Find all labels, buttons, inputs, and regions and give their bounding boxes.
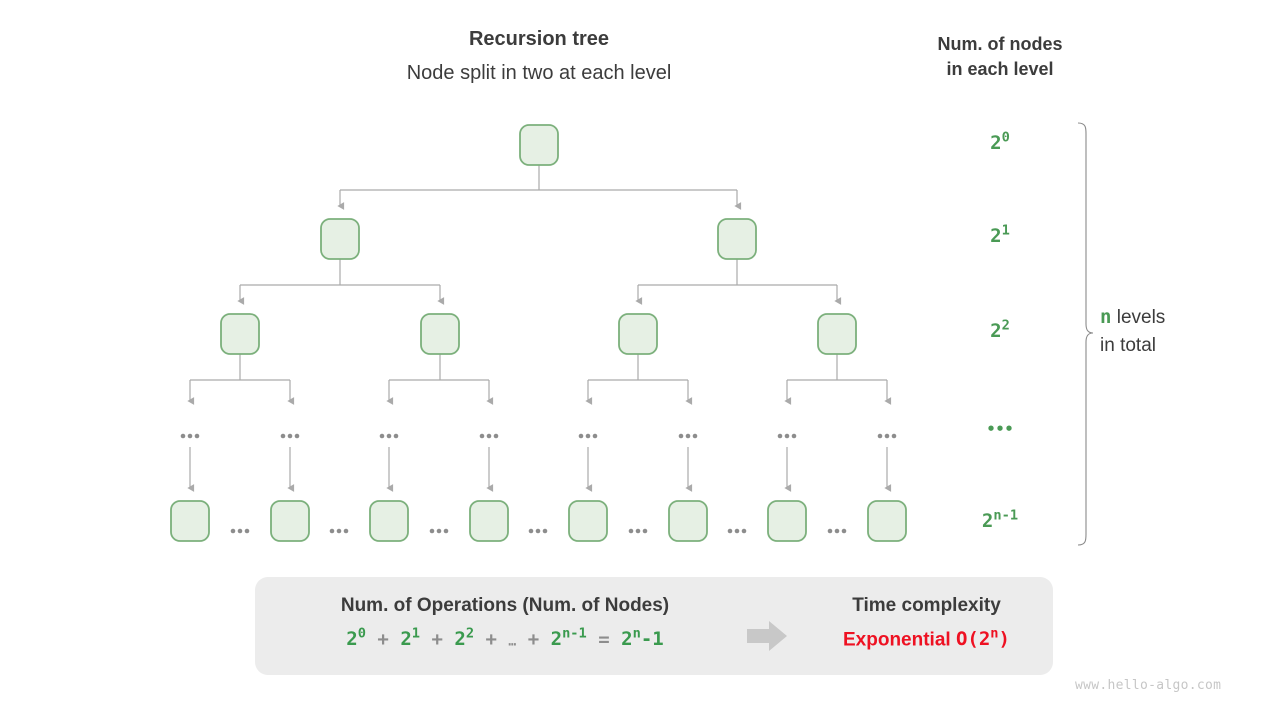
ellipsis-row-bottom [230,528,847,534]
formula-term-2: 22 [454,626,475,651]
tree-node[interactable] [420,313,460,355]
tree-node[interactable] [320,218,360,260]
tree-node[interactable] [817,313,857,355]
tree-node[interactable] [668,500,708,542]
level-count-ellipsis: ••• [940,420,1060,438]
level-count-0: 20 [940,130,1060,154]
tree-node[interactable] [220,313,260,355]
tree-connectors [187,165,892,492]
tree-node-row-level2 [220,313,857,355]
page-title: Recursion tree [468,28,610,50]
summary-formula: 20 + 21 + 22 + … + 2n-1 = 2n-1 [255,626,755,650]
column-header-line2: in each level [946,59,1054,79]
levels-total-symbol: n [1100,306,1112,328]
level-count-ellipsis-value: ••• [986,420,1014,438]
level-count-1: 21 [940,223,1060,247]
formula-op-plus-3: + [485,628,497,651]
page-subtitle: Node split in two at each level [406,62,672,84]
formula-result: 2n-1 [621,626,664,651]
recursion-tree-diagram [170,122,1094,546]
tree-node[interactable] [270,500,310,542]
column-header-line1: Num. of nodes [937,34,1063,54]
summary-operations-heading: Num. of Operations (Num. of Nodes) [340,595,670,616]
complexity-bigo: O(2n) [955,626,1010,651]
tree-node[interactable] [469,500,509,542]
level-count-last-value: 2n-1 [981,508,1019,533]
right-arrow-icon [747,621,787,651]
levels-total-line2: in total [1100,335,1156,356]
level-count-2: 22 [940,318,1060,342]
column-header: Num. of nodes in each level [900,32,1100,82]
formula-ellipsis: … [508,634,517,650]
tree-node[interactable] [369,500,409,542]
tree-node-row-bottom [170,500,907,542]
levels-total-note: n levels in total [1100,303,1270,360]
tree-node[interactable] [568,500,608,542]
level-count-last: 2n-1 [940,508,1060,532]
tree-node[interactable] [867,500,907,542]
summary-panel: Num. of Operations (Num. of Nodes) 20 + … [255,577,1053,675]
ellipsis-row-middle [180,433,897,439]
level-count-0-value: 20 [990,130,1010,155]
formula-op-equals: = [598,628,610,651]
tree-node[interactable] [519,124,559,166]
formula-op-plus-2: + [431,628,443,651]
tree-node[interactable] [717,218,757,260]
summary-complexity-result: Exponential O(2n) [800,626,1053,651]
formula-op-plus-4: + [527,628,540,651]
watermark: www.hello-algo.com [1075,678,1222,693]
formula-term-1: 21 [400,626,421,651]
tree-node[interactable] [170,500,210,542]
tree-node[interactable] [618,313,658,355]
tree-node-row-level0 [519,124,559,166]
level-count-2-value: 22 [990,318,1010,343]
tree-node-row-level1 [320,218,757,260]
formula-op-plus-1: + [377,628,389,651]
levels-brace [1077,122,1094,546]
summary-complexity-heading: Time complexity [852,595,1001,616]
summary-operations-block: Num. of Operations (Num. of Nodes) 20 + … [255,595,755,650]
formula-term-0: 20 [346,626,366,651]
levels-total-line1: levels [1116,307,1166,328]
complexity-label: Exponential [843,629,951,651]
level-count-1-value: 21 [990,223,1010,248]
summary-complexity-block: Time complexity Exponential O(2n) [800,595,1053,651]
tree-node[interactable] [767,500,807,542]
formula-term-last: 2n-1 [550,626,587,651]
